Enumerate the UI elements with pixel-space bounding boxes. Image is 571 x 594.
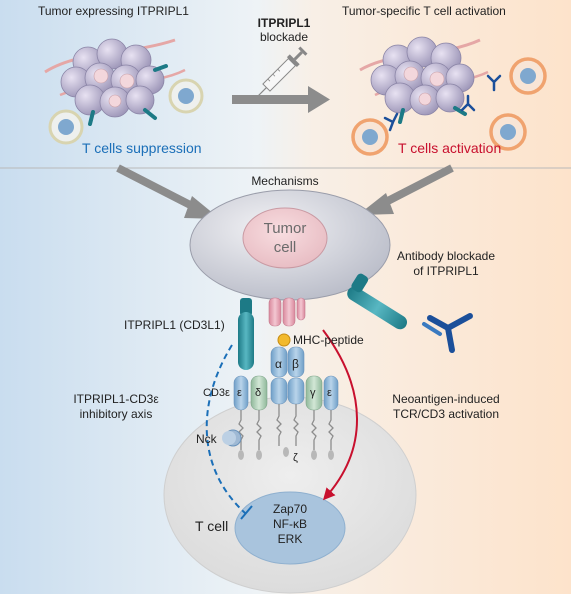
beta-label: β	[292, 357, 299, 371]
epsilon-left-label: ε	[237, 387, 242, 399]
mechanisms-title: Mechanisms	[251, 174, 319, 188]
antibody-label-line1: Antibody blockade	[396, 249, 496, 263]
inhibitory-axis-label: ITPRIPL1-CD3ε inhibitory axis	[56, 392, 176, 422]
t-cell-small	[48, 109, 84, 145]
tcr-alpha-beta	[270, 346, 305, 405]
activation-axis-line1: Neoantigen-induced	[392, 392, 500, 406]
inhibitory-arrow	[205, 344, 253, 520]
epsilon-right-label: ε	[327, 387, 332, 399]
gamma-label: γ	[310, 387, 316, 399]
signal-nfkb: NF-κB	[273, 517, 307, 531]
suppression-label: T cells suppression	[82, 140, 202, 156]
activation-arrow	[322, 329, 358, 501]
tumor-cluster-right	[359, 36, 502, 132]
itpripl1-ligand	[238, 298, 254, 370]
itam-beads	[238, 447, 334, 460]
right-panel-title: Tumor-specific T cell activation	[342, 4, 506, 18]
signaling-molecules: Zap70 NF-κB ERK	[250, 502, 330, 547]
activation-axis-line2: TCR/CD3 activation	[392, 407, 500, 421]
cd3e-label: CD3ε	[203, 387, 230, 399]
signal-zap70: Zap70	[272, 502, 308, 516]
t-cell-nucleus	[234, 491, 346, 565]
alpha-label: α	[275, 357, 282, 371]
tumor-cell-nucleus	[242, 207, 328, 269]
activation-label: T cells activation	[398, 140, 502, 156]
blockade-title-line1: ITPRIPL1	[257, 16, 311, 30]
tumor-cell-label-line1: Tumor	[263, 220, 307, 237]
tumor-cluster-left	[44, 38, 186, 126]
treatment-arrow	[232, 86, 330, 113]
mhc-label: MHC-peptide	[293, 333, 364, 347]
tumor-cell-label-line2: cell	[273, 239, 297, 256]
cd3-subunits	[233, 375, 339, 411]
t-cell-activated	[509, 57, 547, 95]
t-cell-label: T cell	[195, 518, 229, 534]
syringe-icon	[254, 46, 308, 100]
ligand-label: ITPRIPL1 (CD3L1)	[124, 318, 225, 332]
peptide-icon	[277, 333, 291, 347]
blockade-title: ITPRIPL1 blockade	[244, 16, 324, 44]
antibody-label-line2: of ITPRIPL1	[413, 264, 479, 278]
t-cell-activated	[489, 113, 527, 151]
tumor-cell-label: Tumor cell	[245, 219, 325, 257]
nck-label: Nck	[196, 432, 217, 446]
antibody-label: Antibody blockade of ITPRIPL1	[386, 249, 506, 279]
t-cell-activated	[351, 118, 389, 156]
inhibitory-axis-line2: inhibitory axis	[79, 407, 153, 421]
mhc-molecule	[268, 297, 306, 347]
cytoplasmic-tails	[238, 404, 334, 450]
nck-adaptor	[222, 429, 242, 447]
signal-erk: ERK	[277, 532, 303, 546]
activation-axis-label: Neoantigen-induced TCR/CD3 activation	[380, 392, 512, 422]
inhibitory-axis-line1: ITPRIPL1-CD3ε	[73, 392, 159, 406]
blockade-title-line2: blockade	[259, 30, 309, 44]
t-cell-small	[168, 78, 204, 114]
blocking-antibody	[347, 273, 473, 353]
delta-label: δ	[255, 387, 262, 399]
left-panel-title: Tumor expressing ITPRIPL1	[38, 4, 189, 18]
zeta-label: ζ	[293, 452, 298, 464]
